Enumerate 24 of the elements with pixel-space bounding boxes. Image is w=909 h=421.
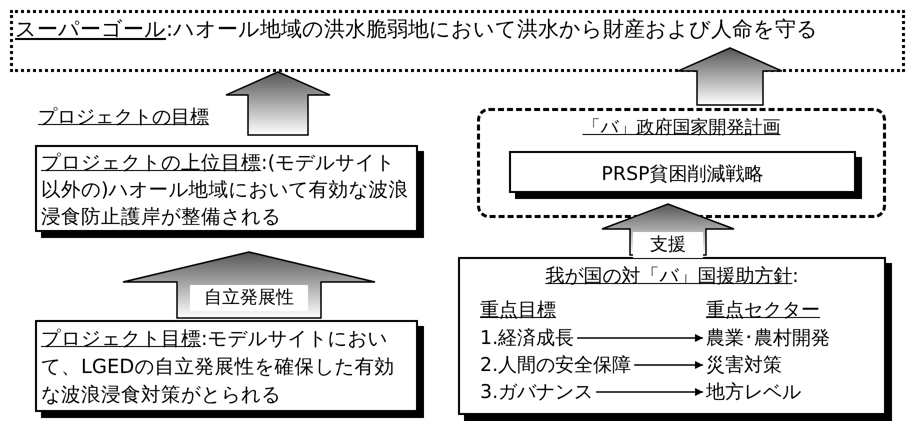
list-text: 1.経済成長 [480, 326, 574, 351]
plan-heading: 「バ」政府国家開発計画 [582, 116, 782, 139]
goal-box [10, 10, 905, 72]
column-heading: 重点目標 [480, 298, 556, 323]
column-heading: 重点セクター [706, 298, 820, 323]
super-goal-text: スーパーゴール:ハオール地域の洪水脆弱地において洪水から財産および人命を守る [15, 16, 818, 43]
list-text: 2.人間の安全保障 [480, 353, 632, 378]
list-text: 農業･農村開発 [706, 326, 830, 351]
list-text: 3.ガバナンス [480, 380, 594, 405]
list-text: 地方レベル [706, 380, 801, 405]
arrow [577, 334, 703, 342]
project-goal-text: プロジェクト目標:モデルサイトにおいて、LGEDの自立発展性を確保した有効な波浪浸食対策がとられる [41, 326, 396, 408]
policy-heading: 我が国の対「バ」国援助方針: [544, 264, 800, 289]
block-arrow [677, 47, 783, 106]
section-heading: プロジェクトの目標 [38, 105, 209, 130]
edge-label: 支援 [633, 232, 703, 258]
arrow [596, 388, 703, 396]
arrow [634, 361, 703, 369]
edge-label: 自立発展性 [190, 285, 308, 311]
strategy-text: PRSP貧困削減戦略 [600, 162, 765, 187]
upper-goal-text: プロジェクトの上位目標:(モデルサイト以外の)ハオール地域において有効な波浪浸食防止護岸が整備される [41, 150, 410, 230]
list-text: 災害対策 [706, 353, 782, 378]
block-arrow [225, 71, 331, 136]
plan-group [477, 108, 886, 218]
